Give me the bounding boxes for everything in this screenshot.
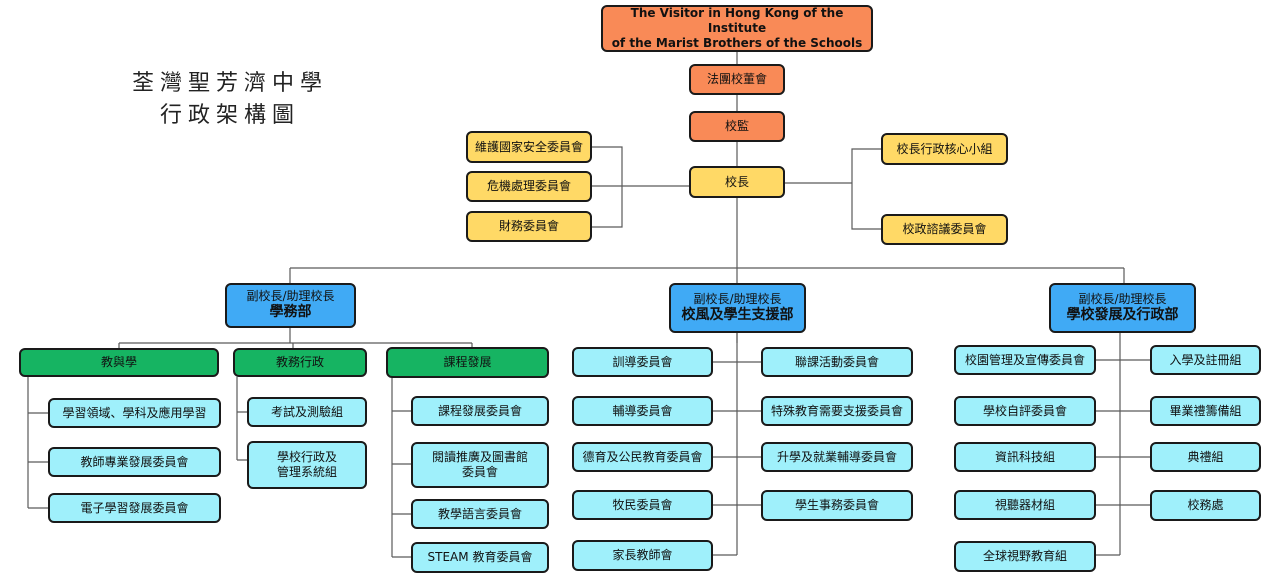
pastoral-department-role: 副校長/助理校長 <box>693 291 782 306</box>
development-left-item: 學校自評委員會 <box>954 396 1096 426</box>
chart-title-line1: 荃灣聖芳濟中學 <box>131 71 328 96</box>
pastoral-right-item: 學生事務委員會 <box>761 490 913 521</box>
academic-department-role: 副校長/助理校長 <box>246 289 335 304</box>
teaching-item: 教師專業發展委員會 <box>48 447 221 477</box>
curriculum-item: 閱讀推廣及圖書館 委員會 <box>411 442 549 488</box>
development-department-name: 學校發展及行政部 <box>1066 306 1179 323</box>
development-right-item: 典禮組 <box>1150 442 1261 472</box>
development-right-item: 校務處 <box>1150 490 1261 521</box>
development-department-role: 副校長/助理校長 <box>1078 291 1167 306</box>
curriculum-group: 課程發展 <box>386 347 549 378</box>
admin-group: 教務行政 <box>233 348 367 377</box>
development-right-item: 畢業禮籌備組 <box>1150 396 1261 426</box>
chart-title-line2: 行政架構圖 <box>159 103 300 128</box>
academic-department: 副校長/助理校長 學務部 <box>225 283 356 328</box>
visitor-node: The Visitor in Hong Kong of the Institut… <box>601 5 873 52</box>
crisis-committee: 危機處理委員會 <box>466 171 592 202</box>
admin-item: 考試及測驗組 <box>247 397 367 427</box>
curriculum-item: STEAM 教育委員會 <box>411 542 549 573</box>
chart-title: 荃灣聖芳濟中學 行政架構圖 <box>110 68 350 132</box>
advisory-committee: 校政諮議委員會 <box>881 214 1008 245</box>
curriculum-item: 教學語言委員會 <box>411 499 549 529</box>
visitor-line2: of the Marist Brothers of the Schools <box>611 36 863 50</box>
teaching-item: 學習領域、學科及應用學習 <box>48 398 221 428</box>
pastoral-right-item: 升學及就業輔導委員會 <box>761 442 913 472</box>
teaching-item: 電子學習發展委員會 <box>48 493 221 523</box>
national-security-committee: 維護國家安全委員會 <box>466 131 592 163</box>
visitor-line1: The Visitor in Hong Kong of the Institut… <box>630 6 844 35</box>
board-node: 法團校董會 <box>689 64 785 95</box>
pastoral-left-item: 牧民委員會 <box>572 490 713 520</box>
development-department: 副校長/助理校長 學校發展及行政部 <box>1049 283 1196 333</box>
pastoral-right-item: 特殊教育需要支援委員會 <box>761 396 913 426</box>
pastoral-department: 副校長/助理校長 校風及學生支援部 <box>669 283 806 333</box>
development-left-item: 全球視野教育組 <box>954 541 1096 572</box>
pastoral-left-item: 家長教師會 <box>572 540 713 571</box>
pastoral-department-name: 校風及學生支援部 <box>681 306 794 323</box>
supervisor-node: 校監 <box>689 111 785 142</box>
development-left-item: 校園管理及宣傳委員會 <box>954 345 1096 375</box>
development-right-item: 入學及註冊組 <box>1150 345 1261 375</box>
finance-committee: 財務委員會 <box>466 211 592 242</box>
teaching-group: 教與學 <box>19 348 219 377</box>
principal-node: 校長 <box>689 166 785 198</box>
pastoral-right-item: 聯課活動委員會 <box>761 347 913 377</box>
academic-department-name: 學務部 <box>269 304 312 321</box>
pastoral-left-item: 德育及公民教育委員會 <box>572 442 713 472</box>
development-left-item: 資訊科技組 <box>954 442 1096 472</box>
curriculum-item: 課程發展委員會 <box>411 396 549 426</box>
admin-item: 學校行政及 管理系統組 <box>247 441 367 489</box>
development-left-item: 視聽器材組 <box>954 490 1096 520</box>
core-group: 校長行政核心小組 <box>881 133 1008 165</box>
pastoral-left-item: 輔導委員會 <box>572 396 713 426</box>
pastoral-left-item: 訓導委員會 <box>572 347 713 377</box>
